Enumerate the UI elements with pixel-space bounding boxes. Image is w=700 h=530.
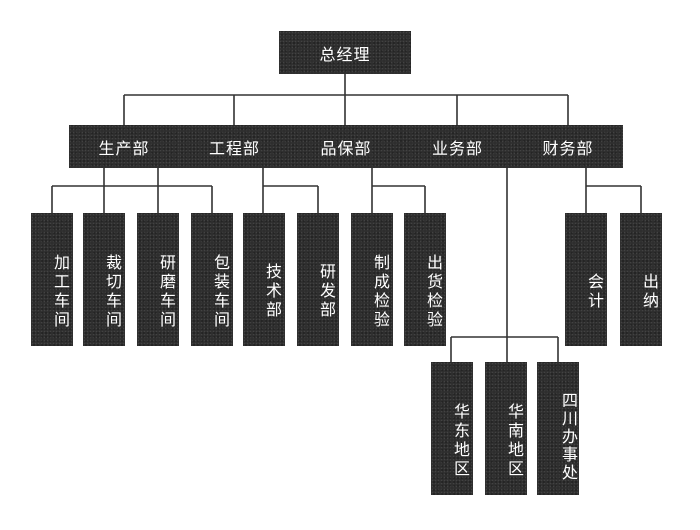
node-accounting: 会计 xyxy=(565,213,607,346)
node-technical-dept: 技术部 xyxy=(243,213,285,346)
node-general-manager: 总经理 xyxy=(279,31,411,74)
connector-engineering xyxy=(262,168,319,213)
node-process-inspection: 制成检验 xyxy=(351,213,393,346)
node-sichuan-office: 四川办事处 xyxy=(537,362,579,495)
connector-finance xyxy=(585,168,642,213)
node-sales-dept: 业务部 xyxy=(402,125,513,168)
node-rnd-dept: 研发部 xyxy=(297,213,339,346)
connector-sales xyxy=(450,168,559,362)
node-shipping-inspection: 出货检验 xyxy=(404,213,446,346)
node-processing-workshop: 加工车间 xyxy=(31,213,73,346)
node-production-dept: 生产部 xyxy=(69,125,179,168)
node-engineering-dept: 工程部 xyxy=(179,125,290,168)
connector-quality xyxy=(371,168,426,213)
node-south-china-region: 华南地区 xyxy=(485,362,527,495)
connector-root-to-departments xyxy=(123,74,569,125)
node-packaging-workshop: 包装车间 xyxy=(191,213,233,346)
connector-production xyxy=(51,168,213,213)
node-east-china-region: 华东地区 xyxy=(431,362,473,495)
node-finance-dept: 财务部 xyxy=(513,125,623,168)
node-grinding-workshop: 研磨车间 xyxy=(137,213,179,346)
node-quality-dept: 品保部 xyxy=(290,125,402,168)
node-cutting-workshop: 裁切车间 xyxy=(83,213,125,346)
node-cashier: 出纳 xyxy=(620,213,662,346)
